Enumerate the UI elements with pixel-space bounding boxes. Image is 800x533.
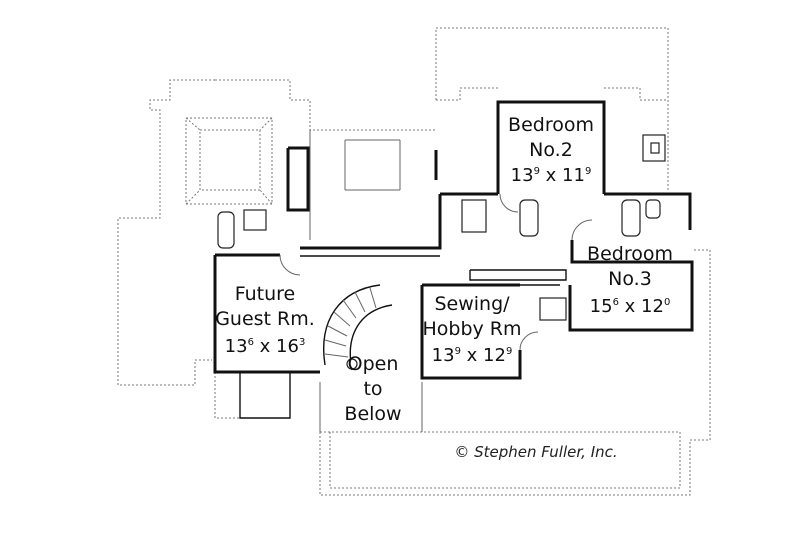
bath-fixtures xyxy=(217,134,666,321)
future-guest-name: Future xyxy=(235,283,296,305)
lower-level-outline xyxy=(117,27,711,496)
room-bedroom-3: Bedroom No.3 156 x 120 xyxy=(587,243,673,317)
room-sewing-hobby: Sewing/ Hobby Rm 139 x 129 xyxy=(422,293,521,366)
open-to-below: Open to Below xyxy=(344,353,401,425)
future-guest-room: Guest Rm. xyxy=(215,308,315,330)
interior-lines xyxy=(309,130,423,432)
bedroom-3-dimensions: 156 x 120 xyxy=(590,296,671,317)
open-to-below-line1: Open xyxy=(348,353,399,375)
copyright-credit: © Stephen Fuller, Inc. xyxy=(454,443,617,461)
bedroom-2-number: No.2 xyxy=(529,139,573,161)
room-bedroom-2: Bedroom No.2 139 x 119 xyxy=(508,114,594,186)
future-guest-dimensions: 136 x 163 xyxy=(225,336,306,357)
bedroom-3-number: No.3 xyxy=(608,268,652,290)
bedroom-2-dimensions: 139 x 119 xyxy=(511,165,592,186)
sewing-name: Sewing/ xyxy=(434,293,510,315)
open-to-below-line3: Below xyxy=(344,403,401,425)
bedroom-2-name: Bedroom xyxy=(508,114,594,136)
curved-staircase xyxy=(323,284,393,371)
exterior-walls xyxy=(213,100,694,419)
door-swings xyxy=(279,193,593,351)
open-to-below-line2: to xyxy=(363,378,382,400)
hobby-room-name: Hobby Rm xyxy=(422,318,521,340)
room-future-guest: Future Guest Rm. 136 x 163 xyxy=(215,283,315,357)
sewing-dimensions: 139 x 129 xyxy=(432,345,513,366)
bedroom-3-name: Bedroom xyxy=(587,243,673,265)
